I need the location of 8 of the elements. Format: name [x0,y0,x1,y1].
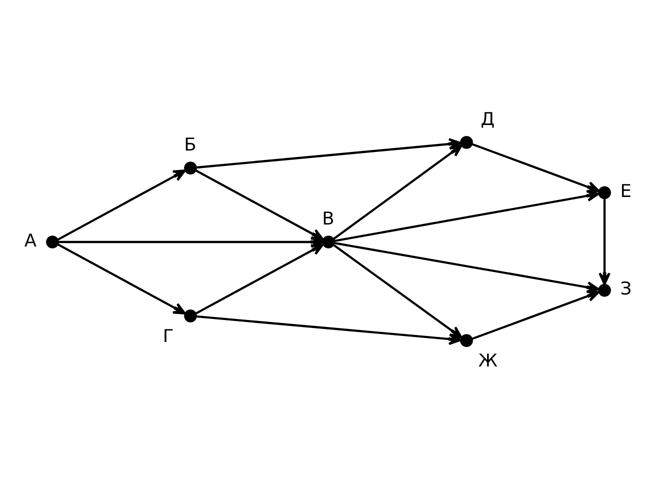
node-label: А [24,231,36,252]
node-label: Б [184,136,196,156]
node-label: Д [480,110,495,130]
node-label: Г [162,326,174,347]
node-label: В [322,210,334,230]
node-label: Е [620,182,632,202]
node-label: З [620,280,632,300]
node-label: Ж [478,352,498,372]
